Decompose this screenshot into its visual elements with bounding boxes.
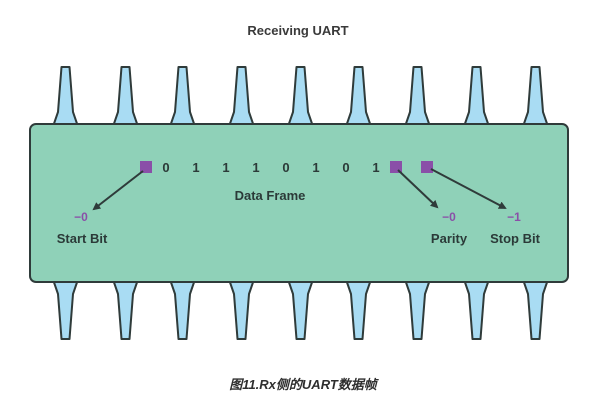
top-pin-9 — [521, 66, 550, 129]
start-bit-marker — [140, 161, 152, 173]
data-bits: 0 1 1 1 0 1 0 1 — [162, 160, 379, 175]
top-pin-3 — [168, 66, 197, 129]
chip-body — [29, 123, 569, 283]
bottom-pin-3 — [168, 277, 197, 340]
parity-label: Parity — [431, 231, 468, 246]
top-pin-4 — [227, 66, 256, 129]
top-pin-2 — [111, 66, 140, 129]
stop-bit-arrow — [430, 168, 507, 209]
top-pin-5 — [286, 66, 315, 129]
stop-bit-value: −1 — [507, 210, 521, 224]
top-pin-6 — [344, 66, 373, 129]
top-pin-1 — [51, 66, 80, 129]
data-bit: 1 — [222, 160, 229, 175]
parity-arrow — [397, 169, 439, 209]
bottom-pin-6 — [344, 277, 373, 340]
data-bit: 0 — [342, 160, 349, 175]
parity-value: −0 — [442, 210, 456, 224]
bottom-pin-8 — [462, 277, 491, 340]
data-bit: 1 — [312, 160, 319, 175]
data-bit: 1 — [252, 160, 259, 175]
bottom-pins — [51, 277, 550, 340]
stop-bit-label: Stop Bit — [490, 231, 540, 246]
data-bit: 1 — [192, 160, 199, 175]
start-bit-value: −0 — [74, 210, 88, 224]
bottom-pin-2 — [111, 277, 140, 340]
data-frame-label: Data Frame — [235, 188, 306, 203]
diagram-title: Receiving UART — [247, 23, 348, 38]
top-pins — [51, 66, 550, 129]
top-pin-7 — [403, 66, 432, 129]
figure-caption: 图11.Rx侧的UART数据帧 — [229, 377, 380, 392]
bottom-pin-4 — [227, 277, 256, 340]
start-bit-label: Start Bit — [57, 231, 108, 246]
data-bit: 0 — [282, 160, 289, 175]
bottom-pin-5 — [286, 277, 315, 340]
top-pin-8 — [462, 66, 491, 129]
start-bit-arrow — [92, 170, 144, 211]
bottom-pin-9 — [521, 277, 550, 340]
stop-bit-marker — [421, 161, 433, 173]
data-bit: 0 — [162, 160, 169, 175]
data-bit: 1 — [372, 160, 379, 175]
bottom-pin-1 — [51, 277, 80, 340]
bottom-pin-7 — [403, 277, 432, 340]
